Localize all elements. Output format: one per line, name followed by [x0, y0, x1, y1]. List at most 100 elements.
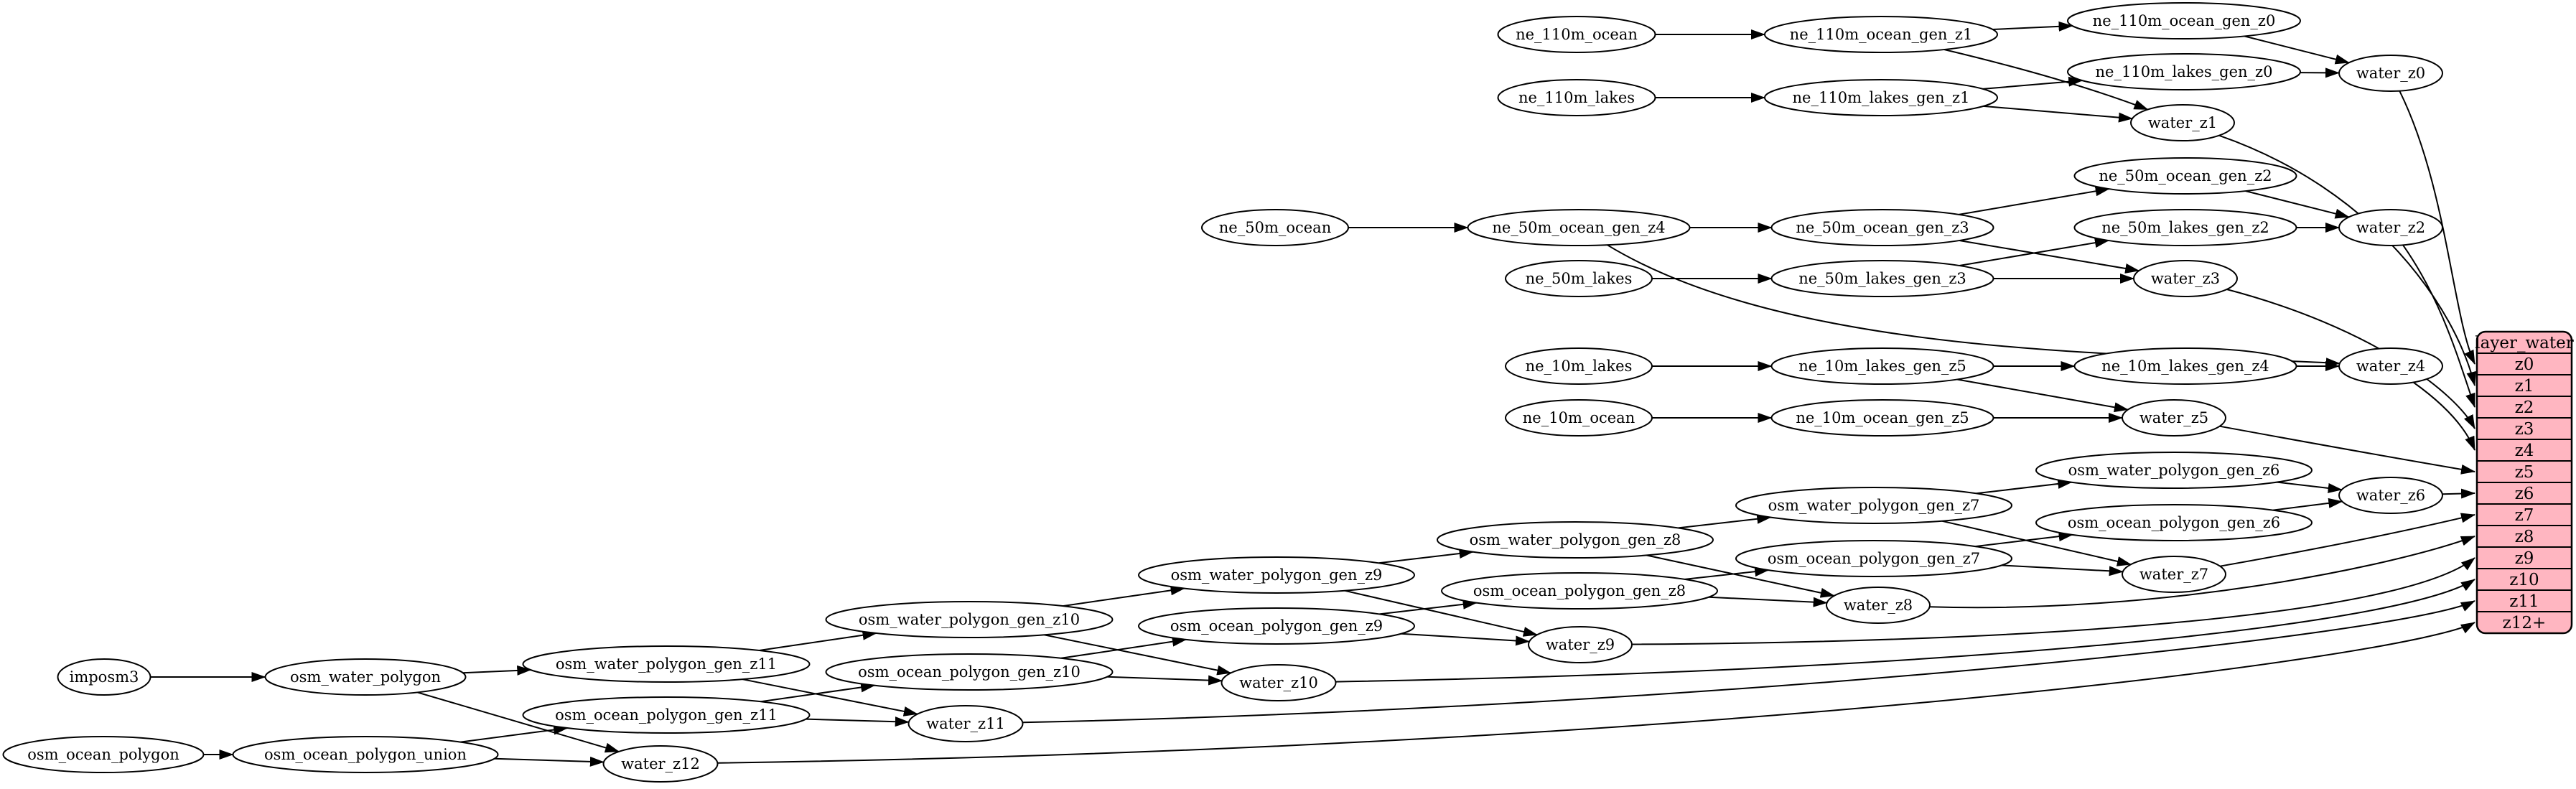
node-label: osm_water_polygon_gen_z6 — [2068, 462, 2280, 479]
edge-water_z1->layer_water-z1 — [2218, 134, 2477, 386]
edge-osm_water_polygon_gen_z8->water_z8 — [1646, 554, 1835, 598]
node-ellipse — [1221, 664, 1337, 701]
node-water_z8: water_z8 — [1826, 587, 1931, 624]
edge-osm_ocean_polygon_gen_z9->osm_ocean_polygon_gen_z8 — [1379, 599, 1478, 615]
node-ellipse — [264, 658, 467, 696]
node-label: ne_110m_ocean — [1516, 26, 1638, 43]
node-osm_water_polygon_gen_z8: osm_water_polygon_gen_z8 — [1437, 521, 1714, 559]
edge-ne_110m_ocean_gen_z1->ne_110m_ocean_gen_z0 — [1992, 21, 2073, 32]
node-imposm3: imposm3 — [57, 658, 151, 696]
edge-ne_110m_lakes_gen_z1->ne_110m_lakes_gen_z0 — [1982, 76, 2083, 90]
edge-water_z6->layer_water-z6 — [2442, 488, 2475, 499]
node-ellipse — [2073, 157, 2297, 195]
table-row-label: z9 — [2515, 549, 2534, 568]
node-ellipse — [907, 705, 1024, 742]
edge-ne_110m_ocean_gen_z1->water_z1 — [1943, 49, 2149, 111]
node-label: ne_50m_ocean_gen_z4 — [1492, 219, 1665, 236]
table-row-z5: z5 — [2515, 463, 2534, 482]
node-ellipse — [825, 653, 1114, 691]
node-osm_ocean_polygon_gen_z7: osm_ocean_polygon_gen_z7 — [1735, 540, 2012, 577]
node-ellipse — [2035, 504, 2313, 541]
table-row-label: z2 — [2515, 398, 2534, 417]
node-ellipse — [2338, 347, 2443, 385]
table-row-z1: z1 — [2515, 377, 2534, 396]
node-ellipse — [2067, 2, 2301, 39]
edge-osm_ocean_polygon_gen_z8->water_z8 — [1709, 596, 1828, 607]
node-label: water_z3 — [2151, 270, 2220, 287]
node-osm_ocean_polygon_union: osm_ocean_polygon_union — [232, 736, 499, 773]
edge-osm_water_polygon_gen_z10->water_z10 — [1044, 634, 1232, 676]
table-row-z10: z10 — [2509, 571, 2539, 589]
node-label: water_z7 — [2139, 566, 2208, 583]
node-ellipse — [1735, 540, 2012, 577]
table-row-z8: z8 — [2515, 528, 2534, 546]
node-water_z11: water_z11 — [907, 705, 1024, 742]
table-row-label: z1 — [2515, 377, 2534, 396]
node-ne_50m_lakes: ne_50m_lakes — [1505, 260, 1653, 297]
node-water_z9: water_z9 — [1528, 626, 1633, 663]
node-ellipse — [602, 745, 719, 783]
table-title: layer_water — [2475, 334, 2573, 353]
node-label: ne_50m_ocean_gen_z3 — [1796, 219, 1969, 236]
node-water_z1: water_z1 — [2130, 104, 2235, 141]
node-label: osm_ocean_polygon_gen_z6 — [2068, 514, 2280, 531]
node-label: water_z12 — [621, 755, 700, 772]
node-ellipse — [2122, 399, 2226, 436]
edge-water_z10->layer_water-z10 — [1335, 579, 2475, 683]
edge-osm_ocean_polygon_gen_z10->water_z10 — [1107, 675, 1223, 686]
table-row-z7: z7 — [2515, 506, 2534, 525]
edge-osm_ocean_polygon_gen_z7->osm_ocean_polygon_gen_z6 — [1975, 531, 2073, 548]
node-label: osm_ocean_polygon_union — [264, 746, 467, 763]
edge-osm_water_polygon->osm_water_polygon_gen_z11 — [462, 665, 532, 676]
node-label: osm_ocean_polygon_gen_z10 — [858, 663, 1081, 681]
edge-osm_water_polygon->water_z12 — [417, 691, 620, 753]
node-ellipse — [2035, 452, 2313, 489]
node-osm_ocean_polygon_gen_z11: osm_ocean_polygon_gen_z11 — [522, 696, 811, 734]
table-row-label: z7 — [2515, 506, 2534, 525]
node-ellipse — [522, 645, 811, 683]
node-ellipse — [1497, 79, 1656, 116]
node-label: water_z6 — [2356, 487, 2425, 504]
edge-osm_water_polygon_gen_z11->osm_water_polygon_gen_z10 — [759, 630, 877, 651]
node-label: ne_10m_lakes_gen_z5 — [1798, 358, 1966, 375]
table-row-z4: z4 — [2515, 442, 2534, 460]
edge-osm_ocean_polygon_gen_z10->osm_ocean_polygon_gen_z9 — [1060, 636, 1187, 659]
node-ellipse — [825, 601, 1114, 638]
edge-osm_ocean_polygon_gen_z11->water_z11 — [806, 716, 910, 727]
node-ellipse — [1138, 607, 1415, 645]
edge-osm_water_polygon_gen_z10->osm_water_polygon_gen_z9 — [1063, 585, 1185, 607]
node-label: water_z10 — [1239, 674, 1318, 691]
node-osm_water_polygon: osm_water_polygon — [264, 658, 467, 696]
edge-ne_10m_lakes_gen_z5->water_z5 — [1956, 378, 2129, 413]
node-ellipse — [1528, 626, 1633, 663]
edge-osm_ocean_polygon_gen_z7->water_z7 — [2001, 564, 2124, 576]
node-ellipse — [1505, 347, 1653, 385]
node-ellipse — [2133, 260, 2238, 297]
node-ellipse — [1505, 260, 1653, 297]
node-ellipse — [1770, 399, 1994, 436]
edge-ne_50m_ocean_gen_z2->water_z2 — [2245, 190, 2350, 219]
node-label: osm_water_polygon_gen_z10 — [859, 611, 1080, 628]
node-ellipse — [1138, 556, 1415, 594]
node-label: water_z11 — [926, 715, 1005, 732]
node-ellipse — [2130, 104, 2235, 141]
node-ellipse — [1764, 79, 1998, 116]
node-water_z5: water_z5 — [2122, 399, 2226, 436]
node-label: osm_water_polygon_gen_z11 — [556, 655, 777, 673]
node-ellipse — [1826, 587, 1931, 624]
node-ellipse — [2073, 347, 2297, 385]
node-label: ne_10m_lakes_gen_z4 — [2101, 358, 2269, 375]
table-row-label: z12+ — [2503, 614, 2547, 632]
node-ellipse — [2338, 209, 2443, 246]
edge-water_z11->layer_water-z11 — [1022, 600, 2475, 724]
node-ellipse — [1201, 209, 1349, 246]
node-ellipse — [1770, 209, 1994, 246]
node-ellipse — [1770, 347, 1994, 385]
node-ellipse — [1437, 521, 1714, 559]
node-label: osm_ocean_polygon_gen_z7 — [1768, 550, 1980, 567]
table-row-label: z5 — [2515, 463, 2534, 482]
node-label: osm_ocean_polygon_gen_z11 — [555, 706, 778, 724]
node-label: ne_50m_ocean — [1219, 219, 1331, 236]
